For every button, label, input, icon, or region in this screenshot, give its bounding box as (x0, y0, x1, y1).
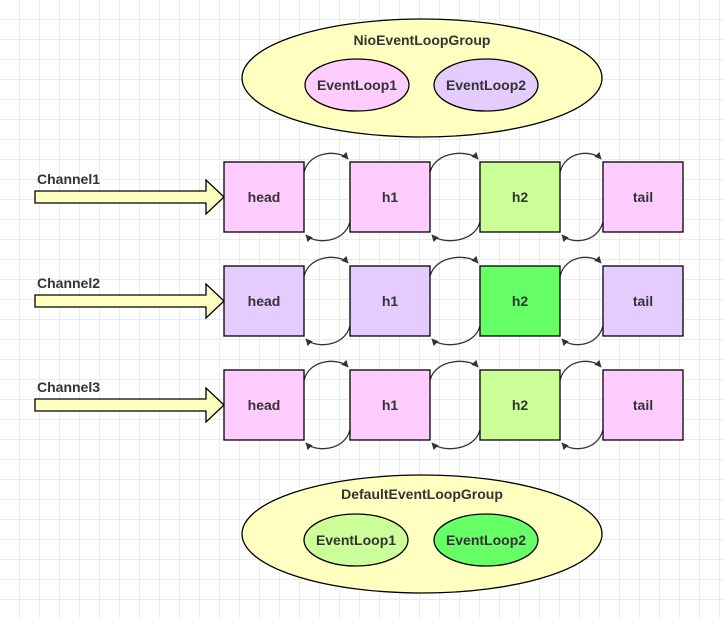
channel-2-label: Channel2 (37, 275, 100, 291)
channel-1-handler-head[interactable]: head (223, 161, 305, 233)
default-group-title: DefaultEventLoopGroup (341, 486, 503, 502)
channel-3-forward-connector-3 (559, 359, 602, 381)
channel-1-forward-connector-2 (429, 151, 479, 173)
nio-event-loop-2[interactable]: EventLoop2 (433, 58, 539, 112)
channel-3-handler-head[interactable]: head (223, 369, 305, 441)
default-event-loop-2-ellipse (433, 513, 539, 567)
channel-3-handler-head-box (223, 369, 305, 441)
channel-3-handler-tail-label: tail (633, 397, 653, 413)
channel-1-handler-tail[interactable]: tail (602, 161, 684, 233)
channel-1-forward-connector-3 (559, 151, 602, 173)
channel-3-label: Channel3 (37, 379, 100, 395)
default-event-loop-1-ellipse (303, 513, 409, 567)
channel-3-handler-h2-box (479, 369, 561, 441)
channel-3-handler-h1-label: h1 (382, 397, 399, 413)
channel-1-handler-tail-label: tail (633, 189, 653, 205)
channel-3-forward-connector-2 (429, 359, 479, 381)
channel-1-handler-h2-box (479, 161, 561, 233)
channel-1-label: Channel1 (37, 171, 100, 187)
channel-3-row: Channel3 head h1 h2 tail (34, 359, 684, 451)
channel-2-handler-head[interactable]: head (223, 265, 305, 337)
channel-3-handler-h1-box (349, 369, 431, 441)
default-event-loop-2[interactable]: EventLoop2 (433, 513, 539, 567)
channel-2-inbound-arrow (34, 282, 225, 320)
default-event-loop-1-label: EventLoop1 (316, 532, 396, 548)
channel-3-inbound-arrow (34, 386, 225, 424)
nio-event-loop-1-ellipse (304, 58, 410, 112)
channel-3-forward-connector-1 (303, 359, 349, 381)
channel-2-handler-tail-label: tail (633, 293, 653, 309)
channel-2-backward-connector-3 (561, 325, 604, 347)
channel-3-backward-connector-1 (305, 429, 351, 451)
channel-1-handler-head-label: head (248, 189, 281, 205)
channel-2-row: Channel2 head h1 h2 tail (34, 255, 684, 347)
channel-2-handler-h2-label: h2 (512, 293, 529, 309)
channel-1-handler-h2-label: h2 (512, 189, 529, 205)
channel-3-handler-h2-label: h2 (512, 397, 529, 413)
channel-1-handler-h2[interactable]: h2 (479, 161, 561, 233)
nio-event-loop-1-label: EventLoop1 (317, 77, 397, 93)
channel-1-handler-tail-box (602, 161, 684, 233)
channel-1-handler-head-box (223, 161, 305, 233)
nio-event-loop-group[interactable]: NioEventLoopGroup EventLoop1 EventLoop2 (241, 18, 603, 138)
nio-group-title: NioEventLoopGroup (354, 32, 491, 48)
channel-2-handler-h1-box (349, 265, 431, 337)
nio-event-loop-2-label: EventLoop2 (446, 77, 526, 93)
channel-2-handler-h1[interactable]: h1 (349, 265, 431, 337)
channel-1-backward-connector-1 (305, 221, 351, 243)
channel-2-forward-connector-2 (429, 255, 479, 277)
channel-1-row: Channel1 head h1 h2 tail (34, 151, 684, 243)
channel-2-backward-connector-2 (431, 325, 481, 347)
channel-3-handler-h2[interactable]: h2 (479, 369, 561, 441)
channel-2-handler-tail[interactable]: tail (602, 265, 684, 337)
channel-3-handler-h1[interactable]: h1 (349, 369, 431, 441)
channel-2-handler-h2-box (479, 265, 561, 337)
channel-1-backward-connector-3 (561, 221, 604, 243)
channel-3-backward-connector-3 (561, 429, 604, 451)
nio-event-loop-1[interactable]: EventLoop1 (304, 58, 410, 112)
channel-2-handler-tail-box (602, 265, 684, 337)
channel-1-inbound-arrow (34, 178, 225, 216)
channel-1-handler-h1-box (349, 161, 431, 233)
channel-2-forward-connector-1 (303, 255, 349, 277)
channel-2-forward-connector-3 (559, 255, 602, 277)
nio-event-loop-2-ellipse (433, 58, 539, 112)
channel-3-handler-head-label: head (248, 397, 281, 413)
channel-3-handler-tail[interactable]: tail (602, 369, 684, 441)
channel-1-backward-connector-2 (431, 221, 481, 243)
channel-2-backward-connector-1 (305, 325, 351, 347)
channel-3-handler-tail-box (602, 369, 684, 441)
channel-2-handler-h2[interactable]: h2 (479, 265, 561, 337)
channel-2-handler-head-label: head (248, 293, 281, 309)
channel-1-forward-connector-1 (303, 151, 349, 173)
default-event-loop-group[interactable]: DefaultEventLoopGroup EventLoop1 EventLo… (241, 474, 603, 594)
channel-1-handler-h1[interactable]: h1 (349, 161, 431, 233)
channel-2-handler-h1-label: h1 (382, 293, 399, 309)
default-event-loop-1[interactable]: EventLoop1 (303, 513, 409, 567)
channel-3-backward-connector-2 (431, 429, 481, 451)
channel-1-handler-h1-label: h1 (382, 189, 399, 205)
channel-2-handler-head-box (223, 265, 305, 337)
default-event-loop-2-label: EventLoop2 (446, 532, 526, 548)
